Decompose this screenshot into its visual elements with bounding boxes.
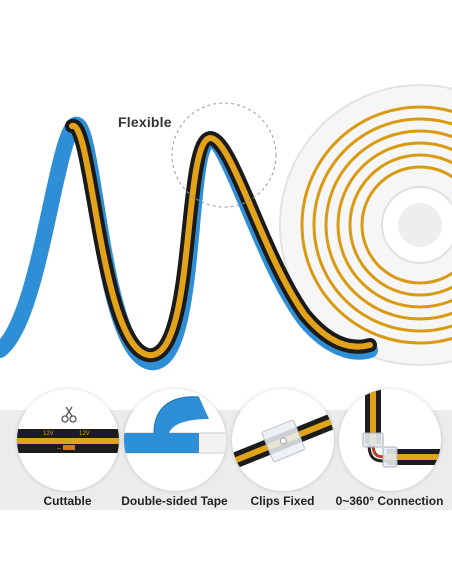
feature-connector-image (339, 389, 441, 491)
flexible-label: Flexible (118, 114, 172, 130)
hero-image: Flexible (0, 84, 452, 370)
caption-double-sided-tape: Double-sided Tape (121, 494, 228, 508)
tape-peel-icon (124, 396, 226, 454)
clip-icon (232, 410, 334, 472)
caption-clips-fixed: Clips Fixed (250, 494, 315, 508)
strip-print-voltage-left: 12V (43, 431, 54, 437)
caption-connection: 0~360° Connection (335, 494, 444, 508)
strip-print-minus: − (57, 446, 61, 453)
feature-cuttable-image: 12V 12V − (17, 389, 119, 491)
strip-print-voltage-right: 12V (79, 431, 90, 437)
hero-illustration (0, 84, 452, 370)
caption-cuttable: Cuttable (43, 494, 92, 508)
strip-reel (279, 84, 452, 366)
zoom-dashed-circle (171, 102, 277, 208)
feature-tape-image (124, 389, 226, 491)
connector-icon (362, 389, 441, 468)
feature-clip-image (232, 389, 334, 491)
scissors-icon (61, 406, 77, 423)
strip-led-phosphor (69, 123, 373, 359)
